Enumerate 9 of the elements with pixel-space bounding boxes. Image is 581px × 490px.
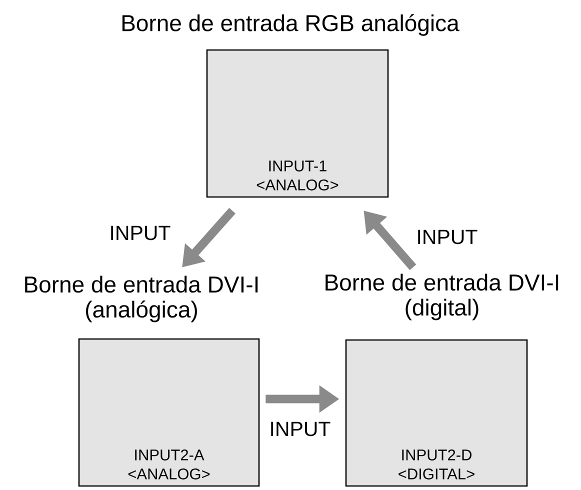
screen-box: INPUT-1 <ANALOG>: [206, 49, 389, 198]
box-heading: Borne de entrada RGB analógica: [122, 14, 460, 36]
box-heading: Borne de entrada DVI-I (analógica): [25, 276, 258, 322]
screen-box: INPUT2-D <DIGITAL>: [345, 339, 528, 487]
edge-label: INPUT: [108, 224, 172, 242]
box-heading: Borne de entrada DVI-I (digital): [326, 274, 558, 320]
screen-box: INPUT2-A <ANALOG>: [78, 338, 260, 487]
edge-label: INPUT: [268, 420, 332, 438]
edge-label: INPUT: [415, 228, 479, 246]
